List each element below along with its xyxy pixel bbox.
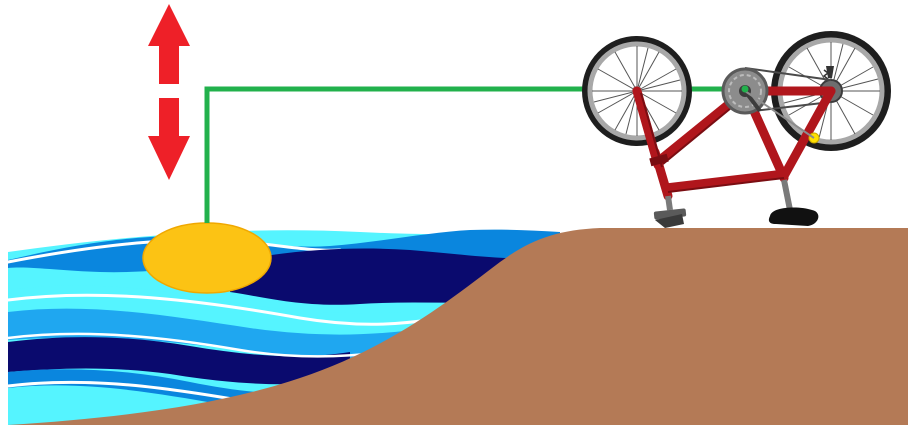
yellow-float bbox=[143, 223, 271, 293]
rod-attachment-point bbox=[742, 86, 749, 93]
handlebar bbox=[654, 196, 687, 228]
vertical-motion-arrows-icon bbox=[148, 4, 190, 180]
upside-down-bicycle bbox=[582, 31, 891, 228]
up-arrow-icon bbox=[148, 4, 190, 84]
saddle bbox=[769, 180, 819, 226]
down-arrow-icon bbox=[148, 98, 190, 180]
